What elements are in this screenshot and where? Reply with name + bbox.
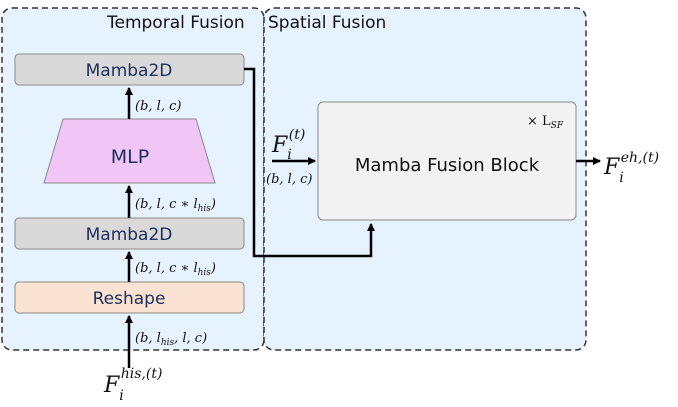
temporal-fusion-title: Temporal Fusion: [106, 13, 245, 33]
spatial-fusion-title: Spatial Fusion: [268, 13, 386, 33]
mamba-fusion-label: Mamba Fusion Block: [355, 155, 540, 176]
repeat-count-label: × LSF: [527, 114, 564, 131]
reshape-label: Reshape: [93, 289, 166, 309]
temporal-to-fusion-connector: [244, 67, 375, 258]
mamba2d-bottom-label: Mamba2D: [86, 225, 173, 245]
input-shape-label: (b, lhis, l, c): [135, 331, 207, 348]
mlp-input-shape-label: (b, l, c ∗ lhis): [135, 197, 216, 214]
mlp-label: MLP: [111, 146, 149, 168]
input-feature-label: Fihis,(t): [103, 366, 162, 404]
reshape-output-shape-label: (b, l, c ∗ lhis): [135, 261, 216, 278]
fusion-input-shape-label: (b, l, c): [266, 172, 312, 187]
top-shape-label: (b, l, c): [135, 99, 181, 114]
mamba2d-top-label: Mamba2D: [86, 61, 173, 81]
current-feature-label: Fi(t): [271, 127, 305, 163]
mlp-block: [43, 118, 216, 184]
output-feature-label: Fieh,(t): [603, 150, 659, 186]
